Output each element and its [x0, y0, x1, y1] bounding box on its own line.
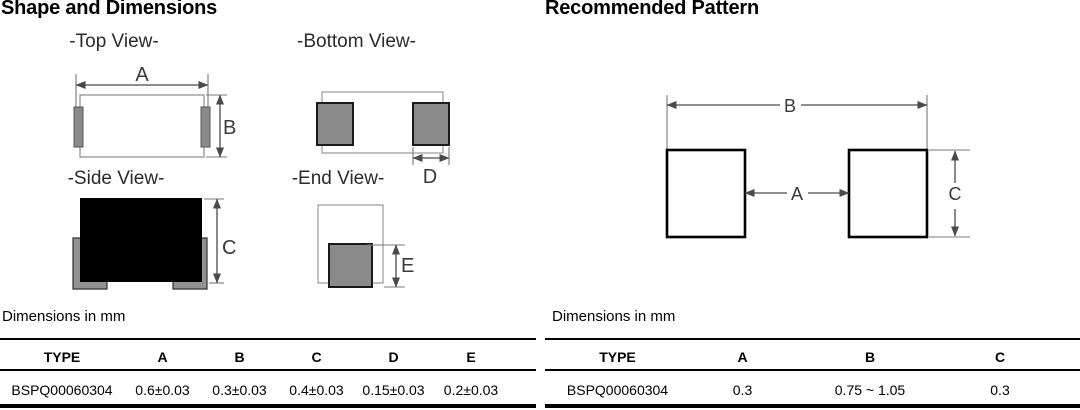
- dim-label-c: C: [949, 184, 962, 204]
- side-view-diagram: C: [72, 198, 236, 290]
- side-view-label: -Side View-: [67, 168, 165, 189]
- component-body-top: [79, 94, 205, 158]
- terminal-pad-right: [200, 106, 211, 148]
- table-rule-top: [0, 338, 536, 340]
- table-row: BSPQ00060304 0.3 0.75 ~ 1.05 0.3: [545, 377, 1080, 403]
- bottom-pad-right: [412, 102, 450, 146]
- dim-label-e: E: [401, 255, 414, 277]
- dim-label-d: D: [423, 166, 437, 188]
- table-header-cell: B: [864, 349, 876, 365]
- table-header-cell: E: [466, 349, 476, 365]
- top-view-label: -Top View-: [69, 31, 159, 52]
- table-header-cell: TYPE: [43, 349, 81, 365]
- table-header-cell: C: [311, 349, 322, 365]
- table-rule-mid: [0, 369, 536, 371]
- bottom-view-label: -Bottom View-: [297, 31, 416, 52]
- table-header-cell: B: [234, 349, 245, 365]
- dim-label-a: A: [791, 184, 803, 204]
- table-cell: 0.6±0.03: [135, 382, 190, 398]
- table-header-cell: A: [737, 349, 748, 365]
- table-cell: 0.3: [990, 382, 1010, 398]
- table-header-cell: D: [388, 349, 399, 365]
- table-cell: 0.15±0.03: [362, 382, 425, 398]
- top-view-diagram: A B: [73, 64, 236, 158]
- dim-label-a: A: [135, 64, 149, 86]
- table-header-cell: TYPE: [599, 349, 636, 365]
- dim-label-b: B: [784, 96, 796, 116]
- bottom-pad-left: [316, 102, 354, 146]
- table-cell: 0.75 ~ 1.05: [834, 382, 906, 398]
- dimensions-note-left: Dimensions in mm: [2, 308, 126, 325]
- table-cell: 0.3: [732, 382, 753, 398]
- land-pattern-pad-left: [665, 148, 747, 239]
- table-rule-mid: [545, 369, 1080, 371]
- recommended-pattern-diagram: B A C: [665, 95, 970, 239]
- shape-dimensions-title: Shape and Dimensions: [1, 0, 218, 19]
- end-view-label: -End View-: [291, 168, 385, 189]
- table-cell: 0.4±0.03: [289, 382, 344, 398]
- table-header-cell: A: [157, 349, 168, 365]
- table-cell-type: BSPQ00060304: [11, 382, 113, 398]
- terminal-pad-left: [73, 106, 84, 148]
- table-cell: 0.3±0.03: [212, 382, 267, 398]
- table-cell-type: BSPQ00060304: [566, 382, 669, 398]
- end-pad: [328, 243, 373, 288]
- table-rule-top: [545, 338, 1080, 340]
- component-body-side: [80, 198, 202, 282]
- dim-label-c: C: [222, 237, 236, 259]
- recommended-pattern-table: TYPE A B C BSPQ00060304 0.3 0.75 ~ 1.05 …: [545, 0, 1080, 410]
- table-header-row: TYPE A B C D E: [0, 344, 536, 370]
- table-rule-bottom: [0, 404, 536, 408]
- table-cell: 0.2±0.03: [443, 382, 499, 398]
- shape-dimensions-table: TYPE A B C D E BSPQ00060304 0.6±0.03 0.3…: [0, 0, 536, 410]
- dim-label-b: B: [223, 117, 236, 139]
- bottom-view-diagram: D: [316, 91, 450, 188]
- dimensions-note-right: Dimensions in mm: [552, 308, 676, 325]
- table-header-row: TYPE A B C: [545, 344, 1080, 370]
- recommended-pattern-title: Recommended Pattern: [545, 0, 760, 19]
- table-rule-bottom: [545, 404, 1080, 408]
- end-view-diagram: E: [317, 204, 414, 288]
- table-header-cell: C: [994, 349, 1006, 365]
- table-row: BSPQ00060304 0.6±0.03 0.3±0.03 0.4±0.03 …: [0, 377, 536, 403]
